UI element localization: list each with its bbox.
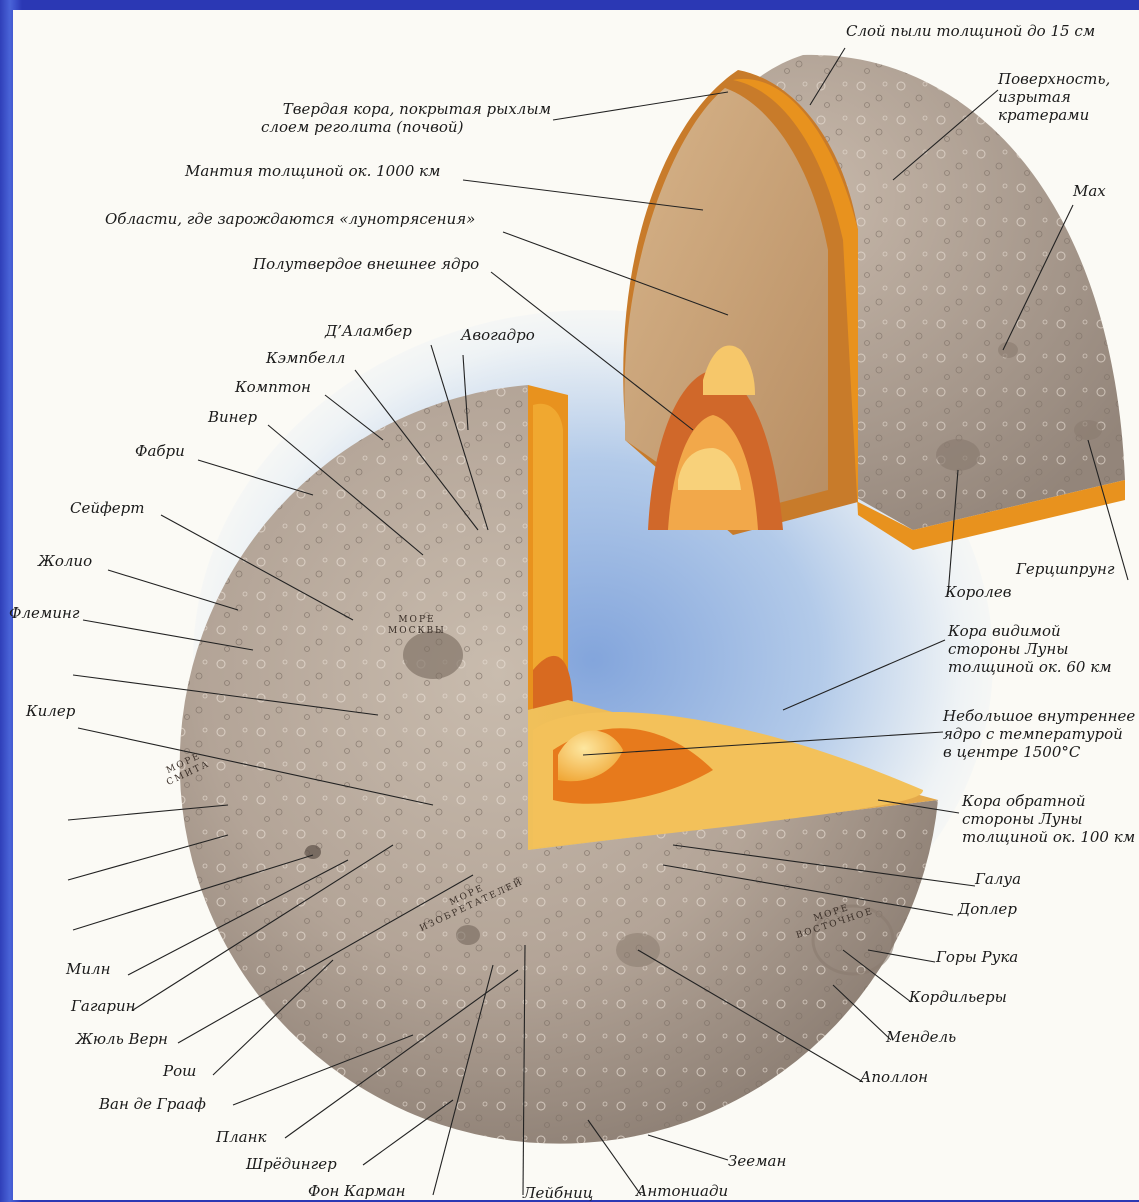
label-mantle: Мантия толщиной ок. 1000 км (185, 162, 440, 180)
label-galois: Галуа (975, 870, 1021, 888)
label-inner-core-line1: Небольшое внутреннее (943, 707, 1135, 725)
label-schrodinger: Шрёдингер (246, 1155, 337, 1173)
label-moonquakes: Области, где зарождаются «лунотрясения» (105, 210, 475, 228)
label-planck: Планк (216, 1128, 266, 1146)
label-rook-mountains: Горы Рука (936, 948, 1018, 966)
label-far-crust-line3: толщиной ок. 100 км (962, 828, 1135, 846)
label-avogadro: Авогадро (461, 326, 535, 344)
label-zeeman: Зееман (728, 1152, 786, 1170)
label-apollo: Аполлон (860, 1068, 928, 1086)
label-mach: Мах (1073, 182, 1106, 200)
label-doppler: Доплер (958, 900, 1017, 918)
label-fabry: Фабри (135, 442, 185, 460)
label-dalembert: Д’Аламбер (325, 322, 412, 340)
label-milne: Милн (66, 960, 110, 978)
label-far-crust-line1: Кора обратной (962, 792, 1135, 810)
cutaway-hemisphere (623, 55, 1125, 550)
label-inner-core: Небольшое внутреннее ядро с температурой… (943, 707, 1135, 761)
label-gagarin: Гагарин (71, 997, 136, 1015)
mare-moscow-label: МОРЕ МОСКВЫ (388, 615, 446, 637)
label-inner-core-line3: в центре 1500°C (943, 743, 1135, 761)
moon-illustration (13, 10, 1139, 1200)
label-near-crust-line2: стороны Луны (948, 640, 1112, 658)
label-cordillera: Кордильеры (909, 988, 1007, 1006)
label-compton: Комптон (235, 378, 311, 396)
label-roche: Рош (163, 1062, 196, 1080)
label-far-crust: Кора обратной стороны Луны толщиной ок. … (962, 792, 1135, 846)
label-crust: Твердая кора, покрытая рыхлым слоем рего… (261, 100, 551, 136)
label-surface-line3: кратерами (998, 106, 1110, 124)
label-crust-line2: слоем реголита (почвой) (261, 118, 551, 136)
label-near-crust-line1: Кора видимой (948, 622, 1112, 640)
label-dust-layer: Слой пыли толщиной до 15 см (846, 22, 1095, 40)
label-joliot: Жолио (38, 552, 92, 570)
label-near-crust-line3: толщиной ок. 60 км (948, 658, 1112, 676)
mare-moscow-line2: МОСКВЫ (388, 626, 446, 637)
label-wiener: Винер (208, 408, 257, 426)
mare-moscoviense (403, 631, 463, 679)
label-surface-line1: Поверхность, (998, 70, 1110, 88)
label-surface-line2: изрытая (998, 88, 1110, 106)
label-outer-core: Полутвердое внешнее ядро (253, 255, 479, 273)
label-van-de-graaff: Ван де Грааф (99, 1095, 206, 1113)
label-fleming: Флеминг (9, 604, 79, 622)
label-crust-line1: Твердая кора, покрытая рыхлым (261, 100, 551, 118)
label-campbell: Кэмпбелл (266, 349, 345, 367)
label-antoniadi: Антониади (636, 1182, 728, 1200)
label-near-crust: Кора видимой стороны Луны толщиной ок. 6… (948, 622, 1112, 676)
mare-moscow-line1: МОРЕ (388, 615, 446, 626)
label-von-karman: Фон Карман (308, 1182, 406, 1200)
label-hertzsprung: Герцшпрунг (1016, 560, 1115, 578)
label-keeler: Килер (26, 702, 75, 720)
label-jules-verne: Жюль Верн (76, 1030, 168, 1048)
label-surface: Поверхность, изрытая кратерами (998, 70, 1110, 124)
label-inner-core-line2: ядро с температурой (943, 725, 1135, 743)
label-mendel: Мендель (886, 1028, 956, 1046)
diagram-canvas: Слой пыли толщиной до 15 см Поверхность,… (13, 10, 1139, 1200)
label-leibniz: Лейбниц (523, 1184, 593, 1202)
label-korolev: Королев (945, 583, 1011, 601)
label-far-crust-line2: стороны Луны (962, 810, 1135, 828)
label-seyfert: Сейферт (70, 499, 144, 517)
